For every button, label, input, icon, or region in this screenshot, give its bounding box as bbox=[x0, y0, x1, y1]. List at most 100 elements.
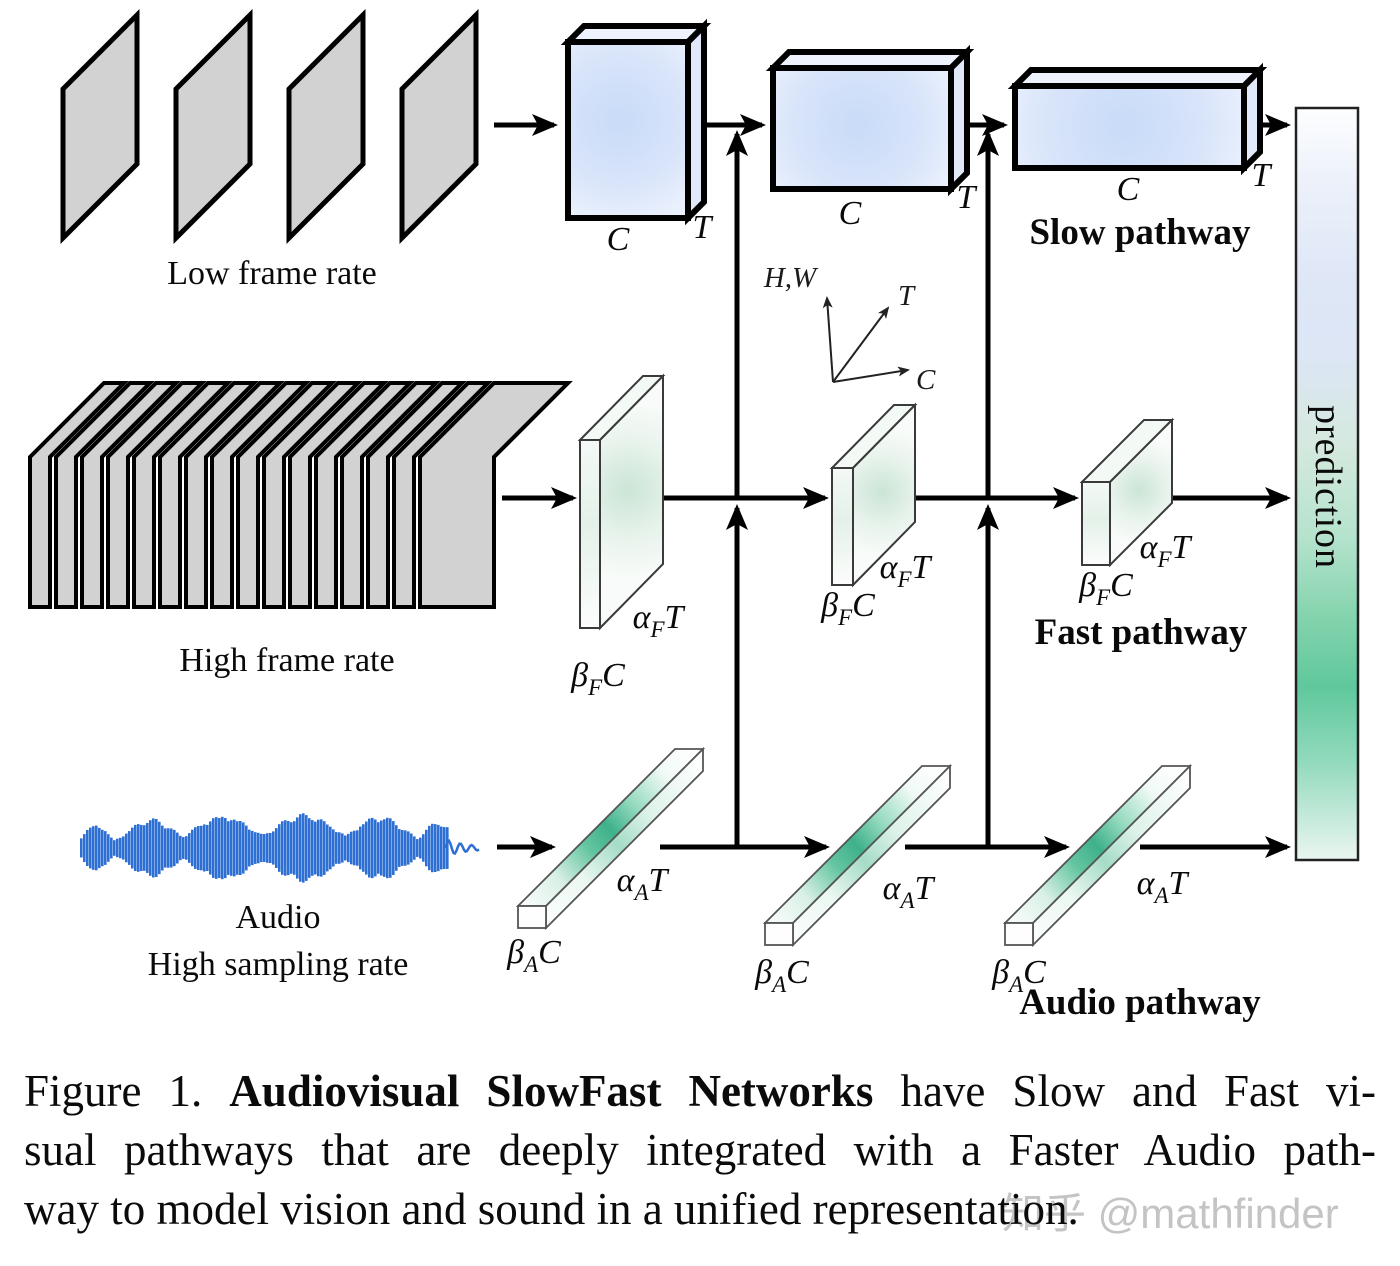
video-frame bbox=[28, 381, 129, 609]
waveform-bar bbox=[125, 833, 128, 863]
waveform-bar bbox=[389, 818, 392, 878]
waveform-bar bbox=[80, 838, 83, 858]
waveform-bar bbox=[425, 829, 428, 867]
waveform-bar bbox=[263, 834, 266, 862]
waveform-bar bbox=[98, 827, 101, 869]
dim-label-c: C bbox=[839, 195, 862, 232]
waveform-bar bbox=[140, 824, 143, 871]
audio-label: Audio bbox=[236, 899, 321, 936]
waveform-bar bbox=[377, 822, 380, 874]
waveform-bar bbox=[95, 825, 98, 871]
high-frame-rate-frames bbox=[28, 381, 573, 609]
waveform-bar bbox=[383, 819, 386, 877]
waveform-bar bbox=[278, 824, 281, 872]
waveform-bar bbox=[194, 827, 197, 869]
waveform-bar bbox=[311, 820, 314, 876]
waveform-bar bbox=[413, 836, 416, 860]
waveform-bar bbox=[203, 824, 206, 872]
axis-c-label: C bbox=[916, 364, 936, 396]
axes-triad bbox=[822, 296, 910, 383]
waveform-bar bbox=[245, 825, 248, 871]
waveform-bar bbox=[134, 824, 137, 871]
waveform-bar bbox=[368, 818, 371, 878]
axis-hw-arrow bbox=[822, 296, 834, 383]
waveform-bar bbox=[83, 834, 86, 862]
beta-f-c-label: βFC bbox=[820, 587, 875, 630]
waveform-bar bbox=[161, 825, 164, 871]
waveform-bar bbox=[107, 834, 110, 862]
beta-a-c-label: βAC bbox=[754, 954, 809, 997]
audio-feature-bar-2 bbox=[762, 763, 953, 948]
waveform-bar bbox=[149, 820, 152, 876]
waveform-bar bbox=[416, 839, 419, 857]
dim-label-t: T bbox=[693, 209, 714, 246]
waveform-bar bbox=[317, 819, 320, 877]
waveform-bar bbox=[374, 819, 377, 877]
waveform-bar bbox=[410, 833, 413, 863]
beta-f-c-label: βFC bbox=[1078, 567, 1133, 610]
video-frame bbox=[158, 381, 259, 609]
waveform-bar bbox=[332, 829, 335, 867]
video-frame bbox=[288, 381, 389, 609]
waveform-bar bbox=[326, 824, 329, 872]
waveform-bar bbox=[296, 817, 299, 879]
waveform-bar bbox=[422, 834, 425, 862]
waveform-bar bbox=[290, 822, 293, 874]
waveform-bar bbox=[152, 818, 155, 878]
waveform-bar bbox=[347, 833, 350, 863]
axis-t-label: T bbox=[898, 280, 916, 312]
waveform-bar bbox=[419, 837, 422, 859]
fast-feature-slab-2 bbox=[829, 402, 918, 588]
waveform-bar bbox=[401, 830, 404, 866]
waveform-bar bbox=[221, 816, 224, 880]
axis-c-arrow bbox=[832, 366, 910, 383]
waveform-bar bbox=[335, 832, 338, 864]
waveform-bar bbox=[137, 824, 140, 872]
waveform-bar bbox=[275, 828, 278, 868]
caption-line-3: way to model vision and sound in a unifi… bbox=[24, 1184, 1079, 1234]
waveform-bar bbox=[248, 829, 251, 867]
video-frame bbox=[132, 381, 233, 609]
audio-feature-bar-1 bbox=[515, 746, 706, 931]
waveform-bar bbox=[320, 819, 323, 877]
caption-line-1-rest: have Slow and Fast vi- bbox=[873, 1066, 1376, 1116]
low-frame-rate-frames bbox=[60, 8, 479, 245]
waveform-bar bbox=[440, 826, 443, 870]
waveform-bar bbox=[338, 832, 341, 864]
waveform-bar bbox=[446, 827, 449, 869]
waveform-bar bbox=[299, 814, 302, 882]
high-sampling-rate-label: High sampling rate bbox=[148, 946, 409, 983]
waveform-bar bbox=[281, 821, 284, 875]
video-frame bbox=[262, 381, 363, 609]
waveform-bar bbox=[146, 823, 149, 873]
waveform-bar bbox=[266, 833, 269, 863]
waveform-bar bbox=[104, 831, 107, 865]
low-frame-rate-label: Low frame rate bbox=[167, 255, 377, 292]
waveform-bar bbox=[200, 825, 203, 871]
waveform-bar bbox=[443, 827, 446, 869]
prediction-label: prediction bbox=[1307, 405, 1349, 569]
waveform-bar bbox=[284, 820, 287, 876]
video-frame bbox=[184, 381, 285, 609]
waveform-bar bbox=[302, 813, 305, 883]
fast-feature-slab-1 bbox=[577, 373, 666, 631]
waveform-bar bbox=[101, 829, 104, 867]
waveform-bar bbox=[341, 833, 344, 863]
waveform-bar bbox=[119, 837, 122, 859]
waveform-bar bbox=[392, 821, 395, 875]
waveform-bar bbox=[164, 828, 167, 868]
waveform-bar bbox=[257, 832, 260, 864]
dim-label-c: C bbox=[607, 221, 630, 258]
waveform-bar bbox=[308, 818, 311, 878]
video-frame bbox=[210, 381, 311, 609]
waveform-bar bbox=[251, 830, 254, 866]
axis-t-arrow bbox=[832, 306, 890, 383]
waveform-bar bbox=[176, 832, 179, 864]
waveform-bar bbox=[206, 824, 209, 871]
slow-feature-box-2 bbox=[765, 44, 975, 197]
video-frame bbox=[392, 381, 493, 609]
alpha-a-t-label: αAT bbox=[617, 862, 670, 905]
waveform-bar bbox=[404, 830, 407, 866]
waveform-bar bbox=[218, 818, 221, 878]
waveform-bar bbox=[362, 824, 365, 872]
